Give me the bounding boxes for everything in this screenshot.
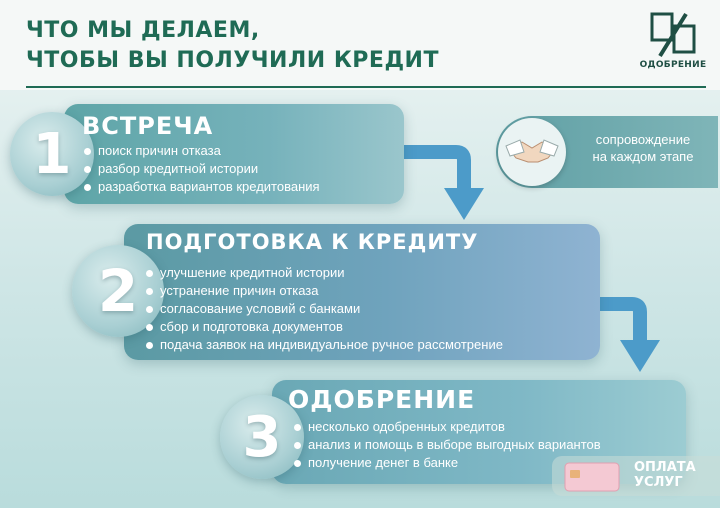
step-2-badge: 2 <box>72 245 164 337</box>
header-divider <box>26 86 706 88</box>
support-line-1: сопровождение <box>595 132 691 147</box>
support-line-2: на каждом этапе <box>592 149 694 164</box>
brand-logo: ОДОБРЕНИЕ <box>638 12 708 76</box>
step-2-title: ПОДГОТОВКА К КРЕДИТУ <box>146 230 479 254</box>
step-1-card <box>64 104 404 204</box>
list-item: получение денег в банке <box>294 454 601 472</box>
credit-card-icon <box>564 462 620 492</box>
step-1-list: поиск причин отказа разбор кредитной ист… <box>84 142 320 196</box>
arrow-step1-to-step2 <box>400 145 484 220</box>
step-3-number: 3 <box>242 404 282 470</box>
page-title-line-1: ЧТО МЫ ДЕЛАЕМ, <box>26 18 260 43</box>
list-item: устранение причин отказа <box>146 282 503 300</box>
step-1-title: ВСТРЕЧА <box>82 112 214 140</box>
payment-label-line-2: УСЛУГ <box>634 475 683 490</box>
step-2-list: улучшение кредитной истории устранение п… <box>146 264 503 354</box>
step-1-number: 1 <box>32 121 72 187</box>
support-text: сопровождение на каждом этапе <box>578 131 708 165</box>
list-item: подача заявок на индивидуальное ручное р… <box>146 336 503 354</box>
support-icon-circle <box>498 118 566 186</box>
step-3-title: ОДОБРЕНИЕ <box>288 385 476 414</box>
payment-label: ОПЛАТА УСЛУГ <box>634 460 714 490</box>
list-item: анализ и помощь в выборе выгодных вариан… <box>294 436 601 454</box>
page-title: ЧТО МЫ ДЕЛАЕМ, ЧТОБЫ ВЫ ПОЛУЧИЛИ КРЕДИТ <box>26 16 526 76</box>
step-2-number: 2 <box>97 257 139 325</box>
list-item: сбор и подготовка документов <box>146 318 503 336</box>
step-1-badge: 1 <box>10 112 94 196</box>
step-3-badge: 3 <box>220 395 304 479</box>
list-item: несколько одобренных кредитов <box>294 418 601 436</box>
list-item: разработка вариантов кредитования <box>84 178 320 196</box>
step-2-card <box>124 224 600 360</box>
header <box>0 0 720 90</box>
list-item: улучшение кредитной истории <box>146 264 503 282</box>
list-item: поиск причин отказа <box>84 142 320 160</box>
handshake-icon <box>505 139 559 163</box>
arrow-step2-to-step3 <box>596 297 660 372</box>
logo-text: ОДОБРЕНИЕ <box>639 60 707 70</box>
step-3-list: несколько одобренных кредитов анализ и п… <box>294 418 601 472</box>
list-item: согласование условий с банками <box>146 300 503 318</box>
logo-icon <box>650 12 696 58</box>
list-item: разбор кредитной истории <box>84 160 320 178</box>
payment-label-line-1: ОПЛАТА <box>634 460 696 475</box>
page-title-line-2: ЧТОБЫ ВЫ ПОЛУЧИЛИ КРЕДИТ <box>26 48 439 73</box>
